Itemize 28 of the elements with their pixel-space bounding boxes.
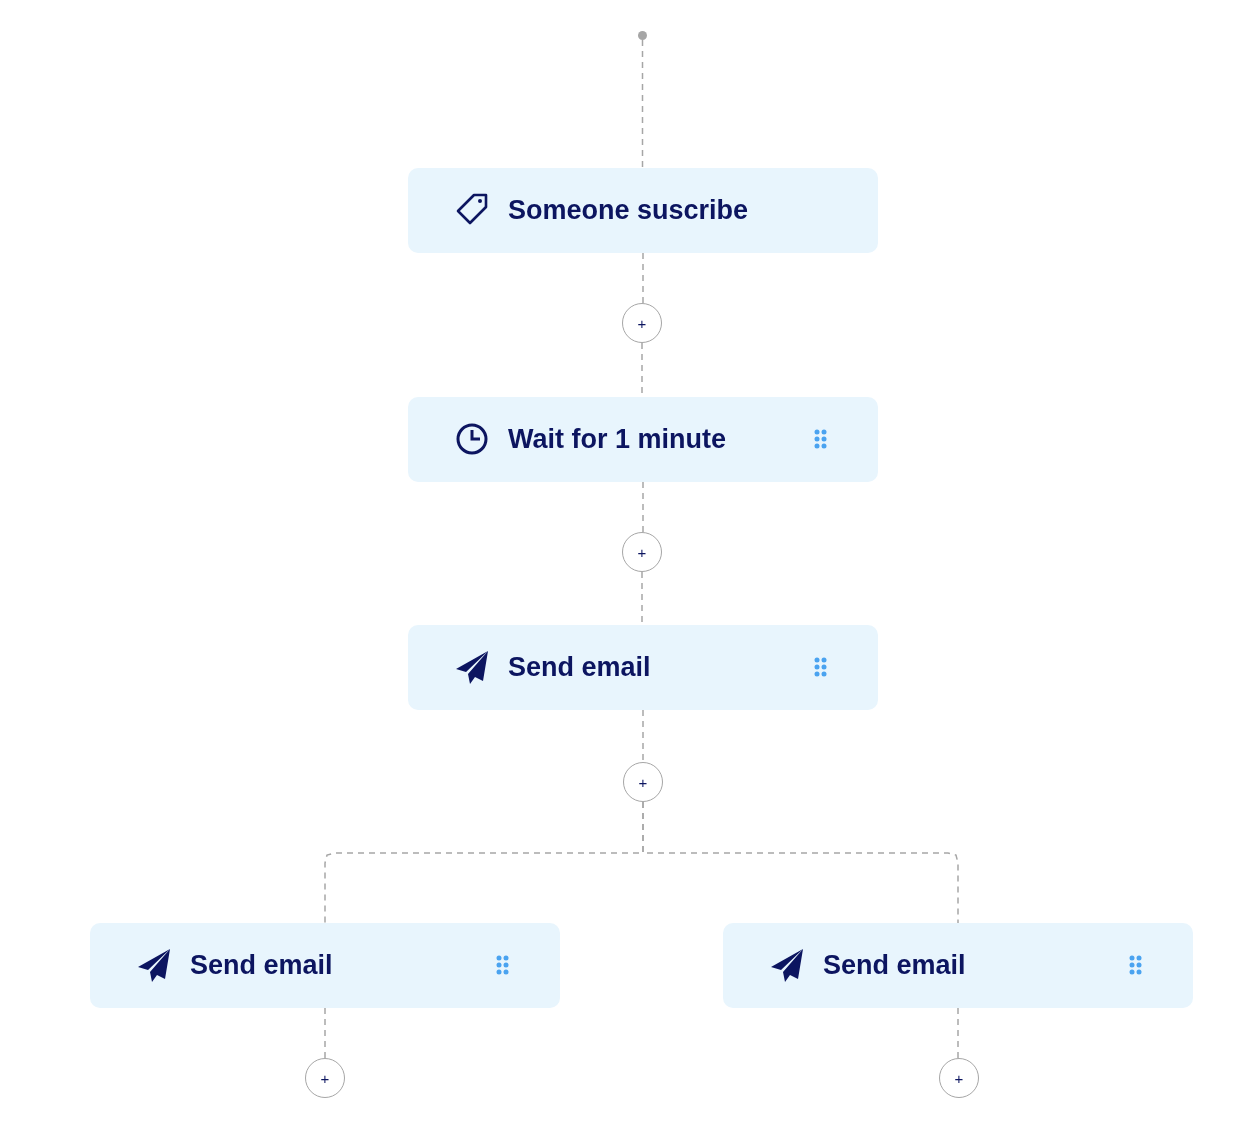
- plus-sign: +: [637, 315, 647, 331]
- step-card: [90, 923, 560, 1008]
- plus-sign: +: [638, 774, 648, 790]
- step-label: Send email: [190, 949, 333, 982]
- step-label: Someone suscribe: [508, 194, 749, 227]
- step-label: Send email: [823, 949, 966, 982]
- add-step-button: [939, 1058, 979, 1098]
- add-step-button: [622, 532, 662, 572]
- step-card: [408, 397, 878, 482]
- start-dot: [638, 31, 647, 40]
- add-step-button: [305, 1058, 345, 1098]
- add-step-button: [622, 303, 662, 343]
- dashed-connector: [324, 1007, 326, 1059]
- dashed-connector: [642, 481, 644, 533]
- add-step-button: [623, 762, 663, 802]
- plus-sign: +: [320, 1070, 330, 1086]
- step-card: [723, 923, 1193, 1008]
- step-card: [408, 168, 878, 253]
- step-card: [408, 625, 878, 710]
- dashed-connector: [957, 1007, 959, 1059]
- dashed-connector: [642, 801, 959, 924]
- step-label: Wait for 1 minute: [508, 423, 726, 456]
- dashed-connector: [641, 39, 644, 169]
- plus-sign: +: [637, 544, 647, 560]
- dashed-connector: [642, 709, 644, 763]
- step-label: Send email: [508, 651, 651, 684]
- plus-sign: +: [954, 1070, 964, 1086]
- dashed-connector: [642, 252, 644, 304]
